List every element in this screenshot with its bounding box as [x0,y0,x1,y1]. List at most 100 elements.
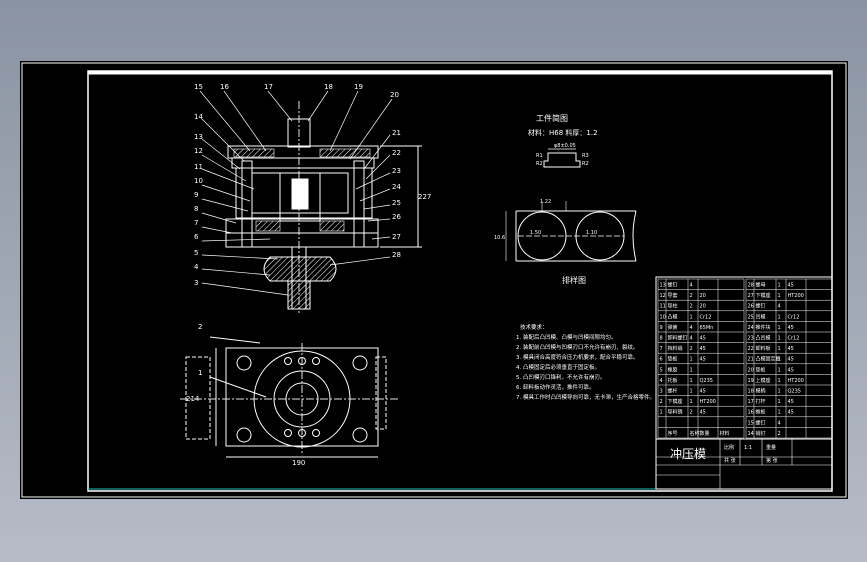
parts-cell: 凸模 [668,313,678,320]
title-field: 比例 [724,444,734,451]
leader-number: 18 [324,83,333,91]
title-field: 第 张 [766,457,778,464]
leader-number: 20 [390,91,399,99]
parts-cell: 5 [660,367,663,373]
strip-layout: 1.22 1.50 1.10 10.6 排样图 [494,199,637,285]
parts-cell: 45 [788,346,794,352]
parts-cell: 4 [690,325,693,331]
title-field: 重量 [766,444,776,451]
parts-cell: 挡料销 [668,345,683,352]
rod-nut [287,280,311,310]
plan-labels: 2 1 214 190 [186,323,305,467]
parts-cell: 1 [778,336,781,342]
leader-number: 8 [194,205,198,213]
leader-lines [199,90,393,296]
parts-cell: 1 [778,325,781,331]
section-view [225,101,422,313]
parts-cell: 19 [748,378,754,384]
workpiece-dim: R3 [582,153,589,159]
parts-cell: 4 [690,336,693,342]
parts-cell: Q235 [788,389,801,395]
parts-cell: 25 [748,314,754,320]
parts-cell: 15 [748,420,754,426]
parts-cell: 12 [660,293,666,299]
parts-cell: 4 [690,283,693,289]
parts-cell: 45 [788,399,794,405]
parts-cell: 26 [748,304,754,310]
leader-number: 3 [194,279,198,287]
parts-cell: 7 [660,346,663,352]
notes-title: 技术要求： [520,323,548,331]
parts-cell: 序号 [668,430,678,437]
guide-pillar-left [241,160,253,248]
plan-guide-hole-tl [236,355,252,371]
dim-bottom-label: 190 [292,459,305,467]
parts-cell: 垫板 [668,356,678,363]
parts-cell: 13 [660,283,666,289]
parts-cell: 1 [690,399,693,405]
parts-cell: 45 [700,346,706,352]
parts-cell: 上模座 [756,377,771,384]
note-line: 5. 凸凹模刃口锋利，不允许有崩刃。 [516,373,606,381]
plan-screw-hole [284,357,292,365]
plan-guide-hole-bl [236,427,252,443]
technical-notes: 技术要求： 1. 装配后凸凹模、凸模与凹模间隙均匀。 2. 装配前凸凹模与凹模刃… [516,323,655,401]
parts-cell: 2 [690,410,693,416]
die-body [235,167,373,219]
parts-cell: 托板 [668,377,678,384]
plan-side-dashed [185,356,211,440]
parts-cell: 推件块 [756,324,771,331]
parts-cell: 14 [748,431,754,437]
parts-cell: 2 [690,293,693,299]
punch [279,172,321,222]
parts-cell: 螺钉 [756,303,766,310]
plan-side-dashed-right [375,356,387,430]
leader-number: 12 [194,147,203,155]
parts-cell: 45 [788,410,794,416]
leader-number: 25 [392,199,401,207]
parts-cell: 45 [700,357,706,363]
leader-number: 19 [354,83,363,91]
parts-cell: 2 [660,399,663,405]
parts-cell: 45 [700,410,706,416]
hatch-block-3 [255,220,281,232]
parts-cell: 名称 [690,430,700,437]
parts-cell: 2 [690,346,693,352]
note-line: 2. 装配前凸凹模与凹模刃口不允许有崩刃、裂纹。 [516,343,639,351]
parts-cell: 销钉 [756,430,766,437]
parts-cell: 4 [778,304,781,310]
dim-left-label: 214 [186,395,200,403]
parts-cell: 1 [690,378,693,384]
parts-cell: 1 [660,410,663,416]
leader-number-group: 15 16 17 18 19 20 14 21 13 22 12 23 11 2… [194,83,431,287]
parts-cell: 凸凹模 [756,335,771,342]
leader-number: 15 [194,83,203,91]
view-number: 1 [198,369,202,377]
leader-number: 11 [194,163,203,171]
hatch-block-1 [233,148,275,158]
hatch-block-4 [319,220,345,232]
strip-layout-title: 排样图 [562,275,586,285]
parts-cell: 1 [778,293,781,299]
parts-cell: 1 [778,378,781,384]
leader-number: 27 [392,233,401,241]
parts-cell: 20 [700,293,706,299]
workpiece-dim: R1 [536,153,543,159]
parts-cell: 11 [660,304,666,310]
note-line: 4. 凸模固定后必须垂直于固定板。 [516,363,600,371]
hatch-block-2 [319,148,371,158]
title-block-name: 冲压模 [670,446,706,461]
leader-number: 28 [392,251,401,259]
parts-cell: 橡胶 [668,366,678,373]
leader-number: 21 [392,129,401,137]
parts-cell: 1 [690,367,693,373]
parts-cell: 45 [788,325,794,331]
workpiece-dim: R2 [582,161,589,167]
lower-die-base [225,232,379,248]
workpiece-material: 材料：H68 料厚：1.2 [528,128,598,137]
backing-plate [231,157,375,169]
parts-cell: 1 [690,389,693,395]
plan-screw-hole [284,429,292,437]
